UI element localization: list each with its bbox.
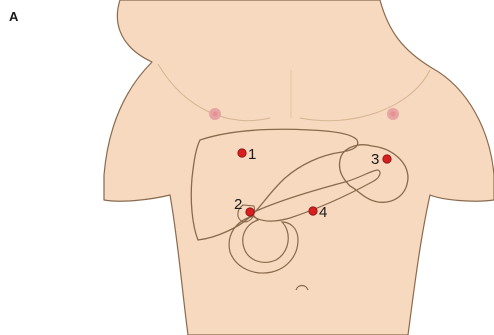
marker-2-label: 2 bbox=[234, 196, 242, 213]
marker-2-dot bbox=[246, 208, 254, 216]
marker-1-label: 1 bbox=[248, 146, 256, 163]
marker-4-dot bbox=[309, 207, 317, 215]
right-nipple-center bbox=[391, 112, 396, 117]
marker-1-dot bbox=[238, 149, 246, 157]
left-nipple-center bbox=[213, 112, 218, 117]
marker-3-label: 3 bbox=[371, 151, 379, 168]
marker-3-dot bbox=[383, 155, 391, 163]
marker-4-label: 4 bbox=[319, 204, 327, 221]
